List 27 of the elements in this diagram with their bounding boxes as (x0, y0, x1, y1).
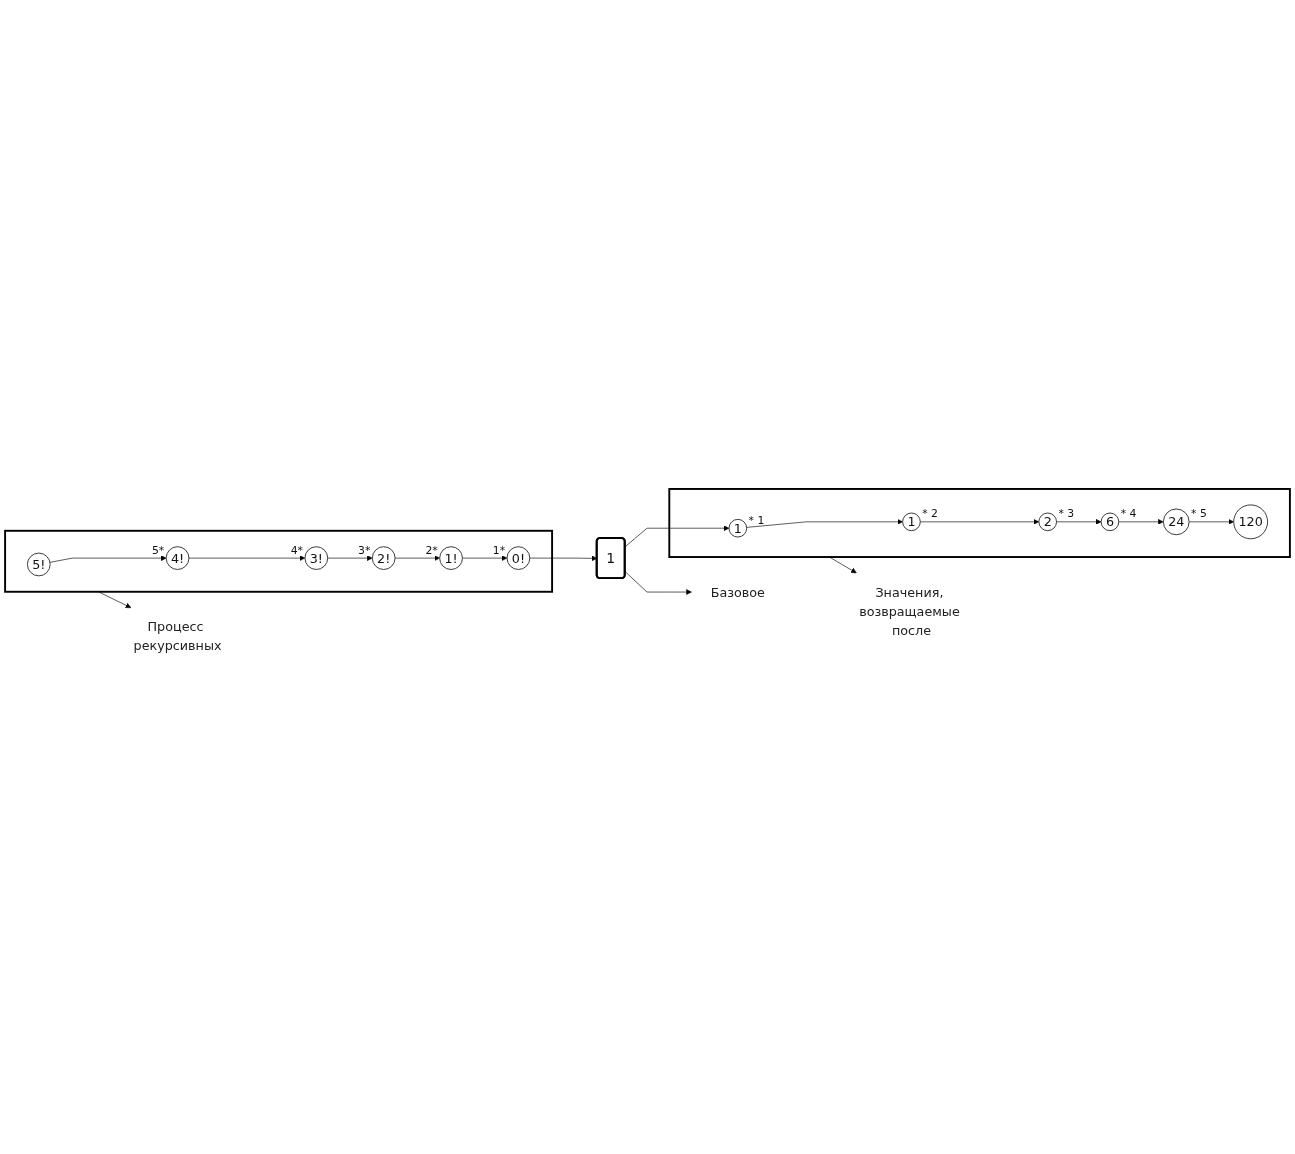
node-circle: 120 (1233, 504, 1269, 540)
beside-label: * 4 (1120, 507, 1137, 521)
beside-label: 2* (425, 543, 438, 557)
node-text: Базовое (710, 584, 765, 600)
beside-label: 3* (358, 543, 371, 557)
node-circle: 1! (439, 546, 463, 570)
node-text: Процесс рекурсивных (133, 619, 222, 654)
beside-label: * 2 (922, 507, 938, 521)
node-text: Значения, возвращаемые после (859, 584, 960, 638)
node-circle: 6 (1100, 512, 1120, 532)
node-circle: 1 (728, 518, 748, 538)
node-circle: 3! (304, 546, 329, 570)
beside-label: 5* (151, 543, 165, 557)
node-circle: 24 (1162, 508, 1190, 536)
beside-label: * 3 (1058, 507, 1075, 521)
node-circle: 4! (165, 546, 190, 570)
node-circle: 2 (1038, 512, 1057, 532)
node-circle: 1 (902, 512, 921, 532)
cluster (668, 488, 1291, 558)
cluster (4, 529, 554, 593)
node-circle: 2! (371, 546, 396, 570)
beside-label: 1* (492, 543, 506, 557)
beside-label: * 1 (748, 513, 765, 527)
beside-label: * 5 (1191, 507, 1207, 521)
node-circle: 5! (26, 552, 51, 577)
node-circle: 0! (506, 546, 531, 570)
beside-label: 4* (290, 543, 304, 557)
